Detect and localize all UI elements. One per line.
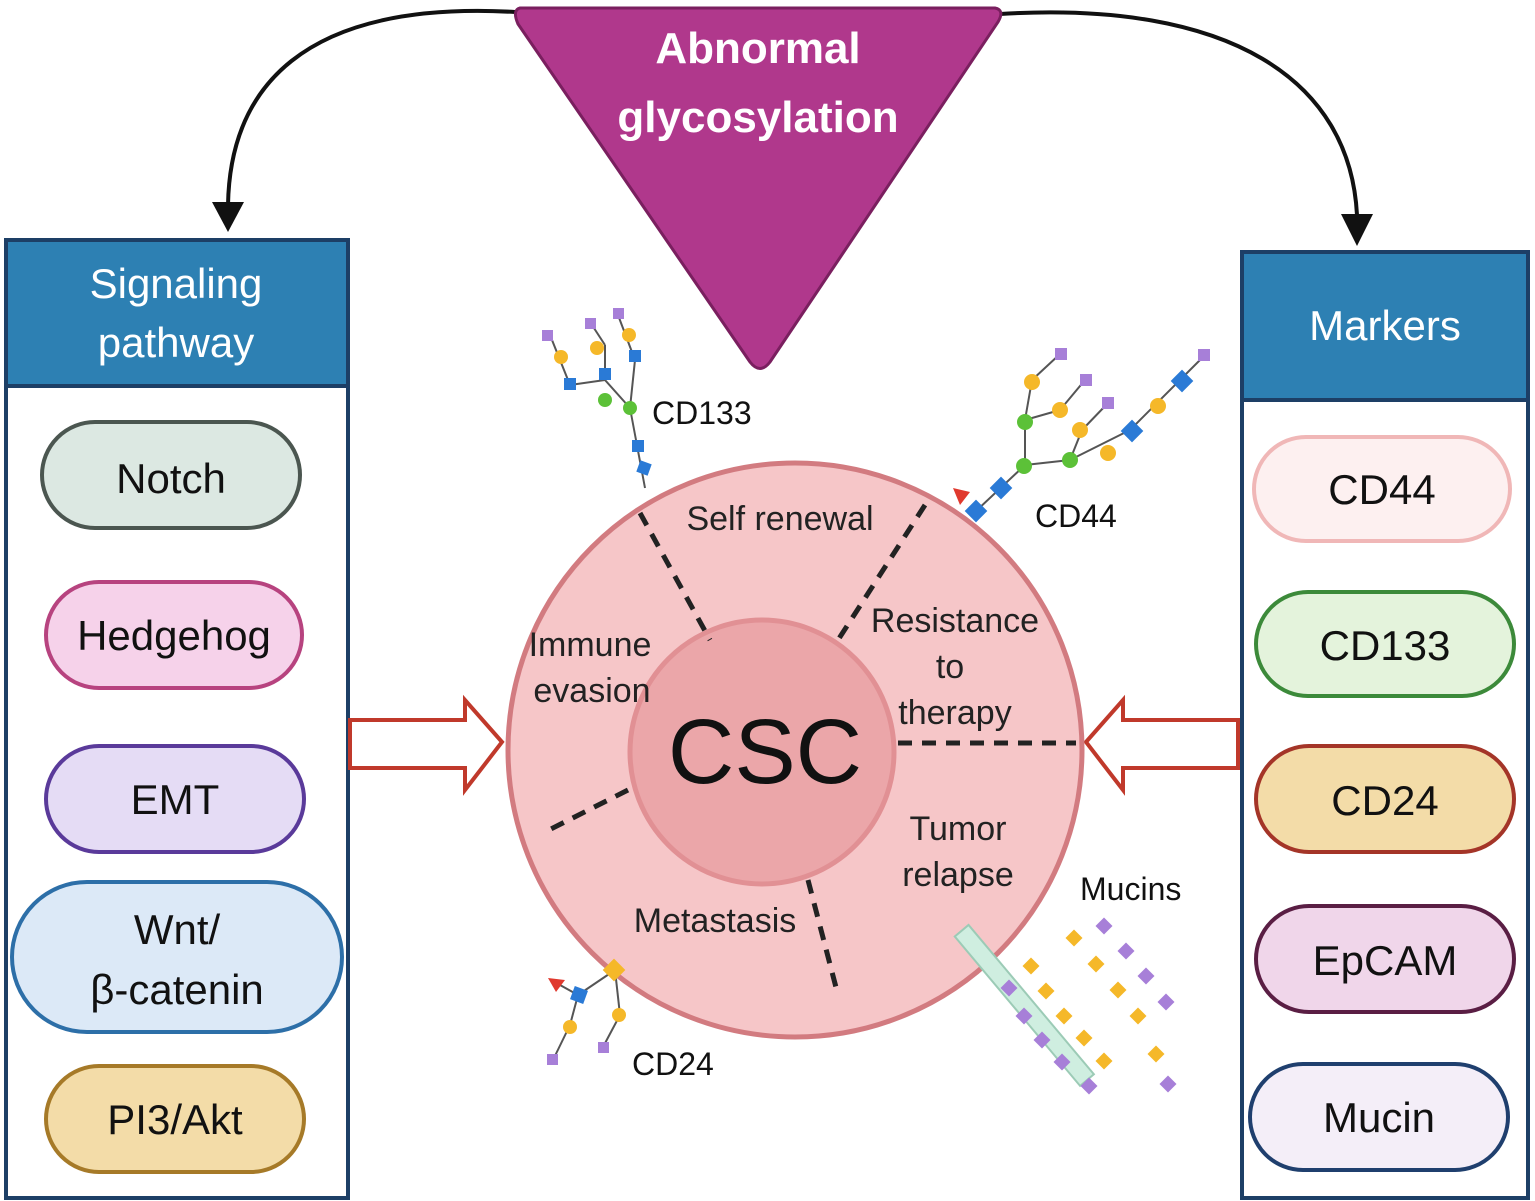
marker-pill-0 [1252, 435, 1512, 543]
arrowhead-left [212, 202, 244, 232]
signaling-title-line2: pathway [98, 319, 254, 366]
signaling-pill-label-0: Notch [116, 455, 226, 502]
triangle-title-line1: Abnormal [655, 24, 860, 73]
cd44-glycan-structure [953, 348, 1210, 523]
sector-immune-line2: evasion [533, 672, 650, 710]
signaling-pill-3 [10, 880, 344, 1034]
sector-dividers [543, 503, 1076, 996]
signaling-pill-1 [44, 580, 304, 690]
csc-nucleus [627, 617, 897, 887]
sector-resistance-line2: to [936, 648, 964, 686]
signaling-pill-label-2: EMT [131, 776, 220, 823]
marker-pill-label-2: CD24 [1331, 777, 1438, 824]
divider-top-right [835, 503, 928, 642]
arrow-to-signaling [226, 8, 516, 206]
glycan-label-cd133: CD133 [652, 395, 752, 431]
marker-pill-4 [1248, 1062, 1510, 1172]
markers-panel [1240, 250, 1530, 1200]
divider-bottom-left [543, 787, 630, 835]
glycan-label-cd24: CD24 [632, 1046, 714, 1082]
marker-pill-label-0: CD44 [1328, 466, 1435, 513]
glycan-label-cd44: CD44 [1035, 498, 1117, 534]
hollow-arrow-left [348, 694, 505, 796]
signaling-panel-header [4, 238, 350, 388]
signaling-pill-2 [44, 744, 306, 854]
abnormal-glycosylation-triangle [513, 6, 1003, 370]
signaling-pill-label-4: PI3/Akt [107, 1096, 243, 1143]
marker-pill-3 [1254, 904, 1516, 1014]
marker-pill-label-1: CD133 [1320, 622, 1451, 669]
sector-immune-line1: Immune [529, 626, 652, 664]
marker-pill-2 [1254, 744, 1516, 854]
signaling-title-line1: Signaling [90, 260, 263, 307]
signaling-pill-4 [44, 1064, 306, 1174]
hollow-arrow-right [1083, 694, 1240, 796]
signaling-panel [4, 238, 350, 1200]
sector-resistance-line3: therapy [898, 694, 1011, 732]
mucins-glycan-structure [953, 917, 1177, 1095]
markers-title: Markers [1309, 302, 1461, 349]
marker-pill-label-4: Mucin [1323, 1094, 1435, 1141]
signaling-pill-label-1: Hedgehog [77, 612, 271, 659]
divider-bottom [805, 879, 841, 996]
sector-tumor-line1: Tumor [910, 810, 1007, 848]
sector-self-renewal: Self renewal [686, 500, 873, 538]
divider-top-left [637, 511, 713, 642]
arrowhead-right [1341, 214, 1373, 246]
sector-tumor-line2: relapse [902, 856, 1014, 894]
cd133-glycan-structure [542, 308, 652, 489]
signaling-pill-label-3-line2: β-catenin [90, 966, 264, 1013]
marker-pill-1 [1254, 590, 1516, 698]
triangle-title-line2: glycosylation [617, 93, 898, 142]
glycan-label-mucins: Mucins [1080, 871, 1181, 907]
sector-resistance-line1: Resistance [871, 602, 1039, 640]
marker-pill-label-3: EpCAM [1313, 937, 1458, 984]
sector-metastasis: Metastasis [634, 902, 797, 940]
markers-panel-header [1240, 250, 1530, 402]
signaling-pill-label-3-line1: Wnt/ [134, 906, 221, 953]
cd24-glycan-structure [547, 958, 626, 1065]
csc-label: CSC [668, 701, 862, 803]
signaling-pill-0 [40, 420, 302, 530]
arrow-to-markers [999, 10, 1359, 216]
